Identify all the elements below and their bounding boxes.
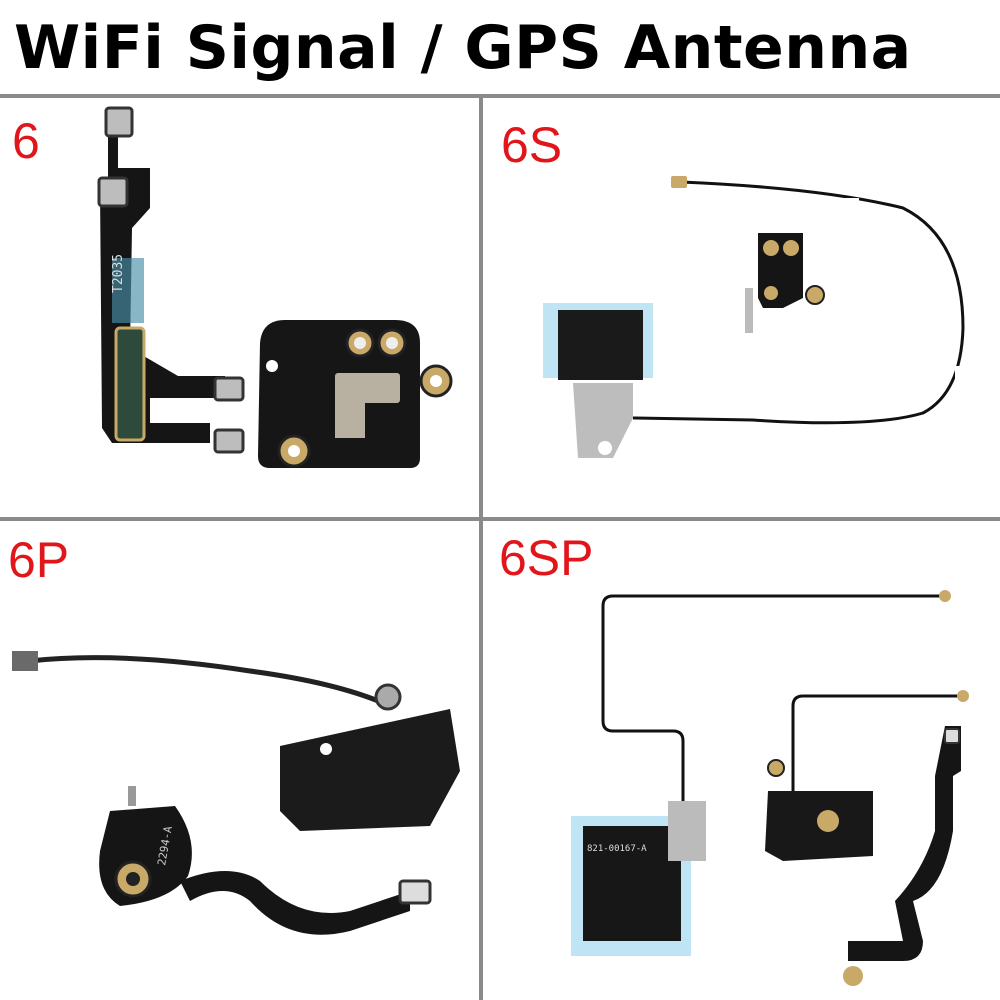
panel-6p: 6P 2294-A: [0, 521, 479, 1000]
part-number-text: 821-00167-A: [587, 844, 647, 854]
middle-divider: [0, 517, 1000, 521]
antenna-6-photo: T2035: [97, 106, 453, 468]
panel-label: 6P: [8, 532, 70, 588]
vertical-divider: [479, 96, 483, 1000]
panel-label: 6SP: [499, 530, 594, 586]
antenna-6p-photo: 2294-A: [12, 651, 460, 935]
page-title: WiFi Signal / GPS Antenna: [14, 13, 912, 83]
panel-6s: 6S: [483, 98, 1000, 517]
panel-label: 6: [12, 113, 40, 169]
part-number-text: T2035: [111, 254, 126, 293]
title-divider: [0, 94, 1000, 98]
panel-label: 6S: [501, 117, 563, 173]
panel-6: 6 T2035: [0, 98, 479, 517]
antenna-6s-photo: [543, 176, 965, 458]
antenna-6sp-photo: 821-00167-A: [571, 590, 969, 986]
panel-6sp: 6SP 821-00167-A: [483, 521, 1000, 1000]
